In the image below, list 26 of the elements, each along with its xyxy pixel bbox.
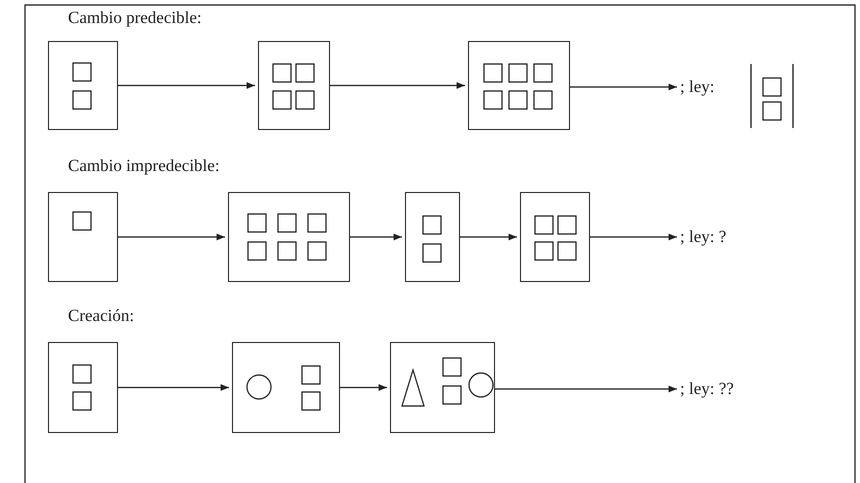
state-box [232,342,340,433]
row-heading: Cambio impredecible: [68,156,220,176]
arrow [118,234,225,240]
state-box [520,192,590,282]
state-box [48,41,118,130]
arrow [350,234,402,240]
state-box [48,342,118,433]
arrow [330,82,465,89]
state-box [468,41,570,130]
arrow [340,384,387,391]
row-heading: Creación: [68,306,134,326]
arrow [590,234,677,240]
arrow [118,82,255,89]
law-text: ; ley: ?? [680,379,734,399]
arrow [460,234,517,240]
row-heading: Cambio predecible: [68,8,202,28]
arrow [118,384,229,391]
arrow [570,84,677,90]
state-box [228,192,350,282]
state-box [390,342,495,433]
law-text: ; ley: [680,77,714,97]
arrow [495,386,677,392]
state-box [405,192,460,282]
state-box [258,41,330,130]
law-text: ; ley: ? [680,227,726,247]
state-box [48,192,118,282]
